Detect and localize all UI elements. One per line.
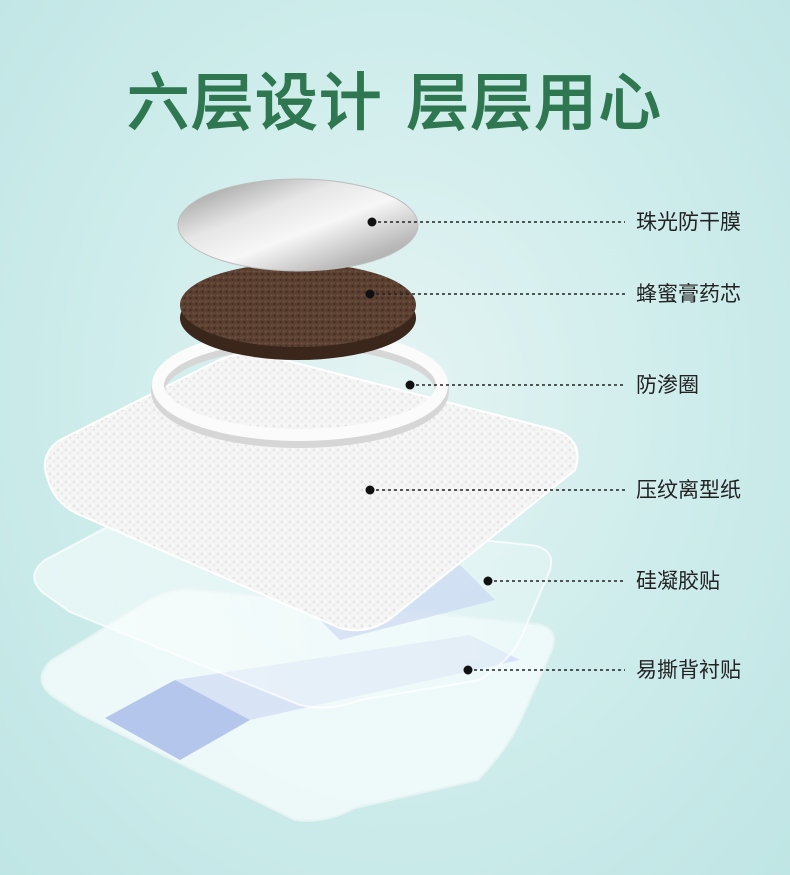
layer-label-embossed-paper: 压纹离型纸 <box>636 478 741 502</box>
callout-dot-1 <box>367 217 377 227</box>
callout-dot-6 <box>463 665 473 675</box>
callout-dot-3 <box>405 380 415 390</box>
layer-label-backing-patch: 易撕背衬贴 <box>636 658 741 682</box>
callout-dots <box>365 217 493 675</box>
layer-label-anti-seep-ring: 防渗圈 <box>636 373 699 397</box>
callout-dot-2 <box>365 289 375 299</box>
layer-label-pearl-film: 珠光防干膜 <box>636 210 741 234</box>
pearl-film-shape <box>177 178 419 272</box>
honey-core-shape <box>180 263 416 360</box>
page-title: 六层设计 层层用心 <box>127 66 663 139</box>
callout-dot-4 <box>365 485 375 495</box>
layer-label-silicone-gel: 硅凝胶贴 <box>636 569 720 593</box>
layer-label-honey-core: 蜂蜜膏药芯 <box>636 282 741 306</box>
callout-lines <box>370 221 625 671</box>
callout-dot-5 <box>483 576 493 586</box>
